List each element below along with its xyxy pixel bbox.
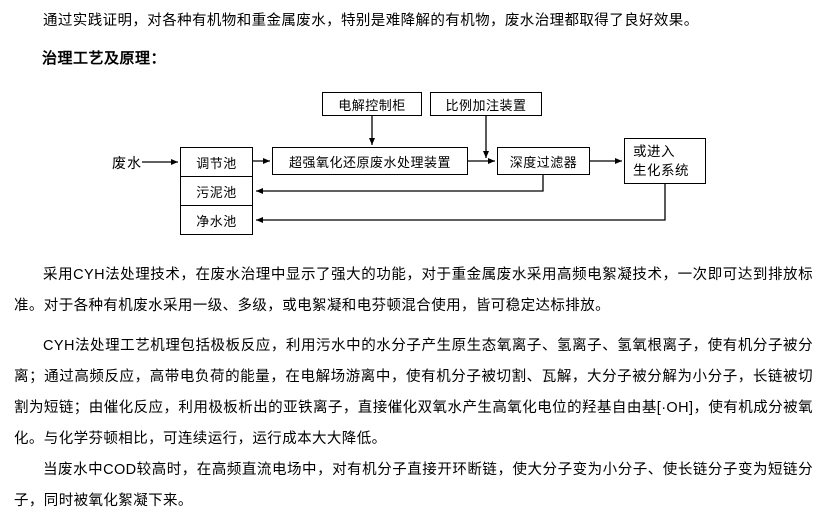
box-proportional-dosing: 比例加注装置 xyxy=(430,92,542,116)
process-flow-diagram: 废水 电解控制柜 比例加注装置 调节池 污泥池 净水池 超强氧化还原废水处理装置… xyxy=(0,85,826,255)
box-regulation-pool: 调节池 xyxy=(180,147,253,177)
biochemical-line2: 生化系统 xyxy=(633,163,689,178)
paragraph-cod: 当废水中COD较高时，在高频直流电场中，对有机分子直接开环断链，使大分子变为小分… xyxy=(14,462,813,509)
biochemical-line1: 或进入 xyxy=(633,144,675,159)
box-sludge-pool: 污泥池 xyxy=(180,176,253,206)
flow-arrows xyxy=(142,116,666,223)
box-biochemical-system: 或进入 生化系统 xyxy=(624,138,706,184)
box-clean-water-pool: 净水池 xyxy=(180,205,253,235)
box-deep-filter: 深度过滤器 xyxy=(497,147,590,175)
intro-paragraph: 通过实践证明，对各种有机物和重金属废水，特别是难降解的有机物，废水治理都取得了良… xyxy=(43,13,699,29)
box-oxidation-device: 超强氧化还原废水处理装置 xyxy=(272,147,468,175)
paragraph-cyh-technology: 采用CYH法处理技术，在废水治理中显示了强大的功能，对于重金属废水采用高频电絮凝… xyxy=(14,267,813,314)
influent-label: 废水 xyxy=(112,155,142,171)
paragraph-mechanism: CYH法处理工艺机理包括极板反应，利用污水中的水分子产生原生态氧离子、氢离子、氢… xyxy=(14,338,813,447)
box-electrolysis-control: 电解控制柜 xyxy=(322,92,422,116)
section-heading: 治理工艺及原理： xyxy=(42,50,167,67)
